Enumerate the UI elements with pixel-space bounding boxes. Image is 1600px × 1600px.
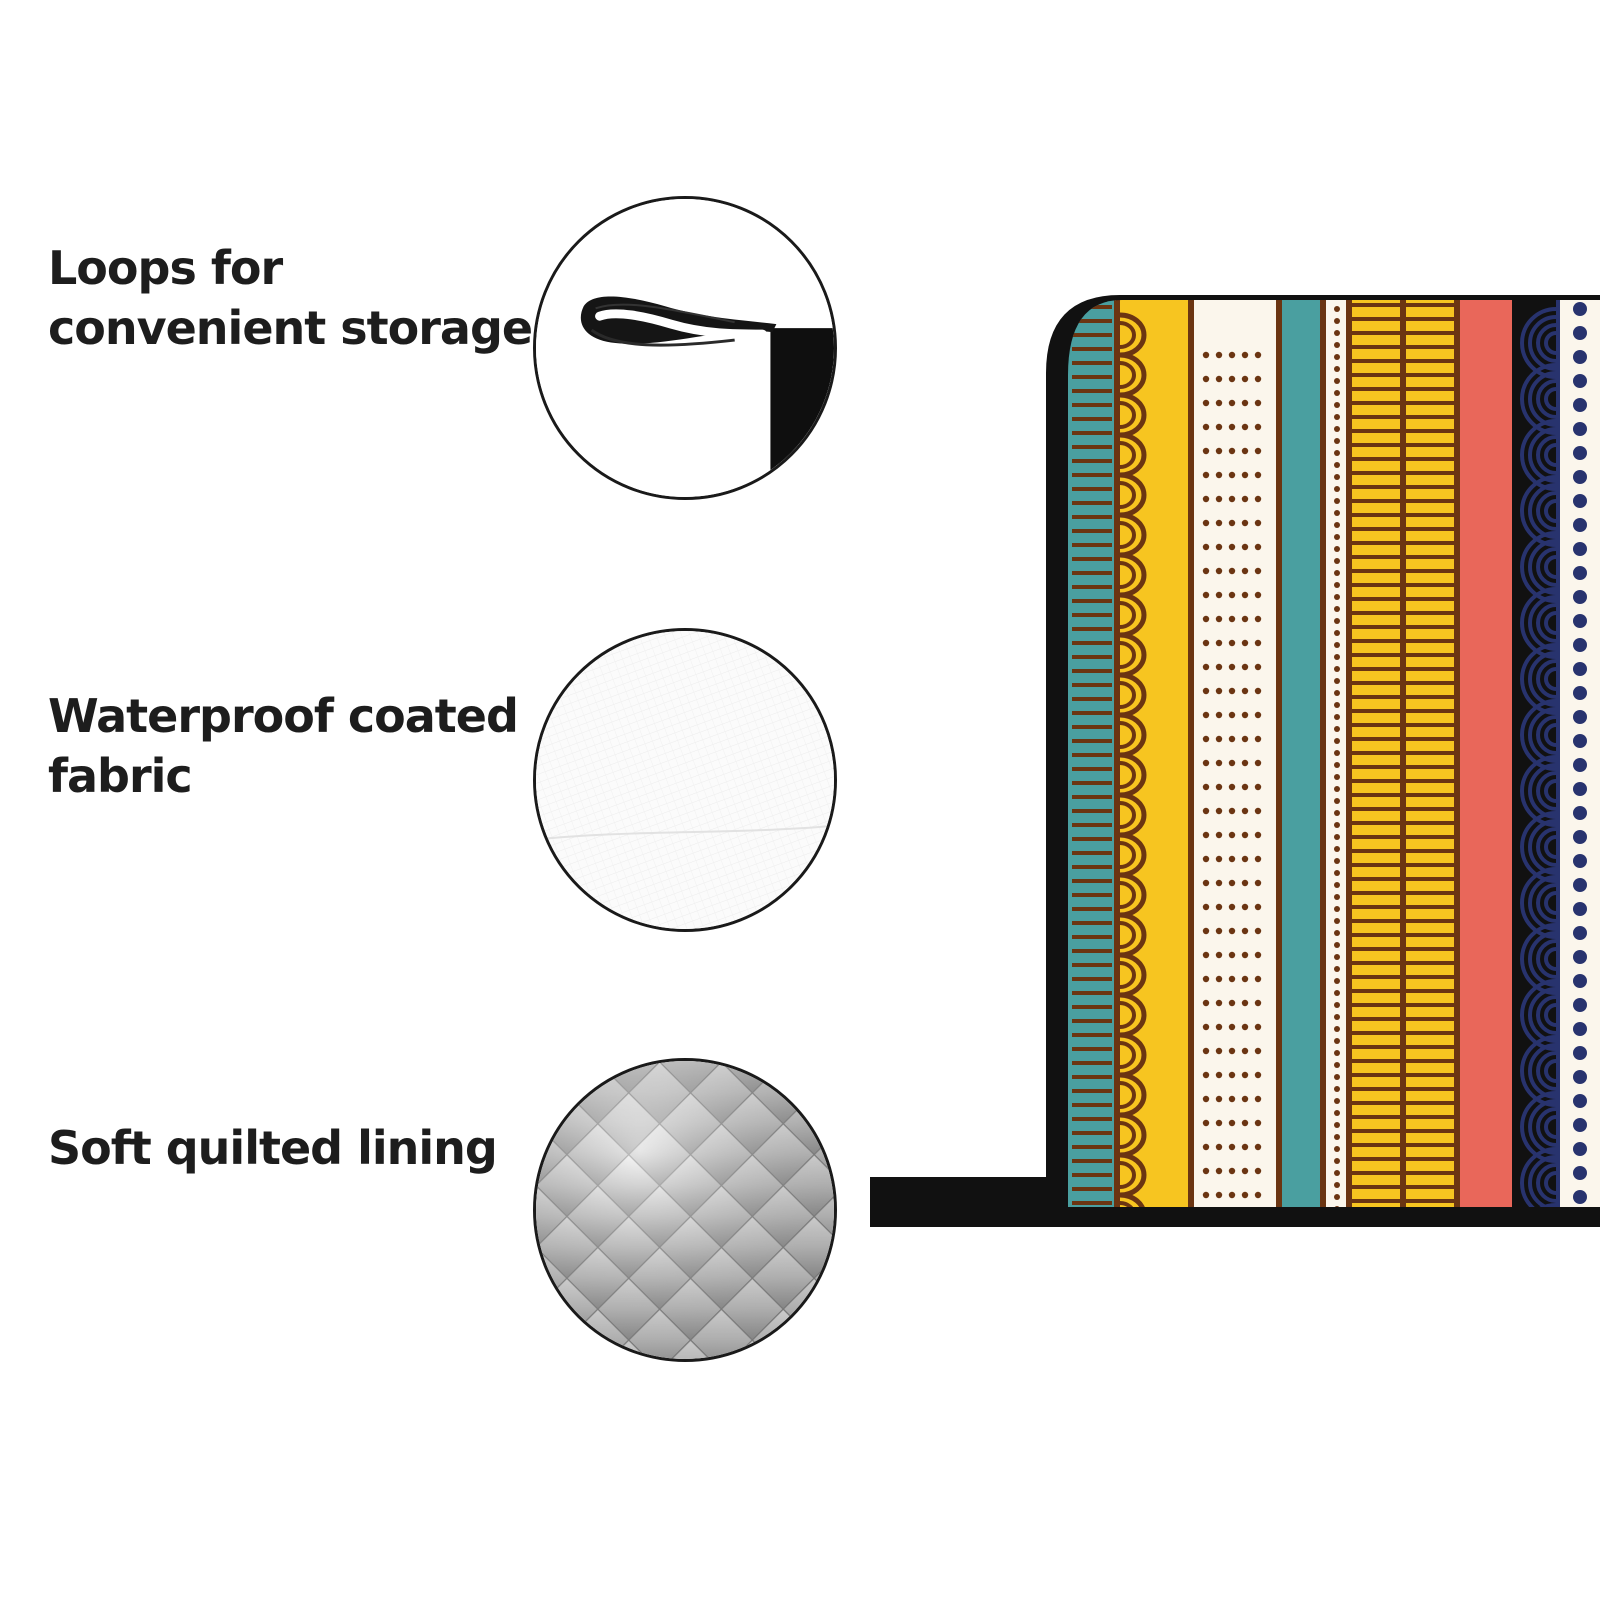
feature-label-line: Waterproof coated [48,689,519,743]
feature-label-loops: Loops for convenient storage [48,238,533,358]
hanging-loop-icon [536,199,834,497]
quilted-lining-icon [536,1061,834,1359]
pot-holder-image [870,295,1600,1255]
feature-label-line: Loops for [48,241,283,295]
feature-label-line: Soft quilted lining [48,1121,498,1175]
feature-label-line: fabric [48,749,193,803]
fabric-detail-image [533,628,837,932]
pot-holder-pattern-icon [870,295,1600,1227]
loop-detail-image [533,196,837,500]
lining-detail-image [533,1058,837,1362]
feature-label-lining: Soft quilted lining [48,1118,508,1178]
feature-label-line: convenient storage [48,301,533,355]
coated-fabric-icon [536,631,834,929]
feature-label-waterproof: Waterproof coated fabric [48,686,519,806]
pattern-stripes [1068,300,1600,1207]
